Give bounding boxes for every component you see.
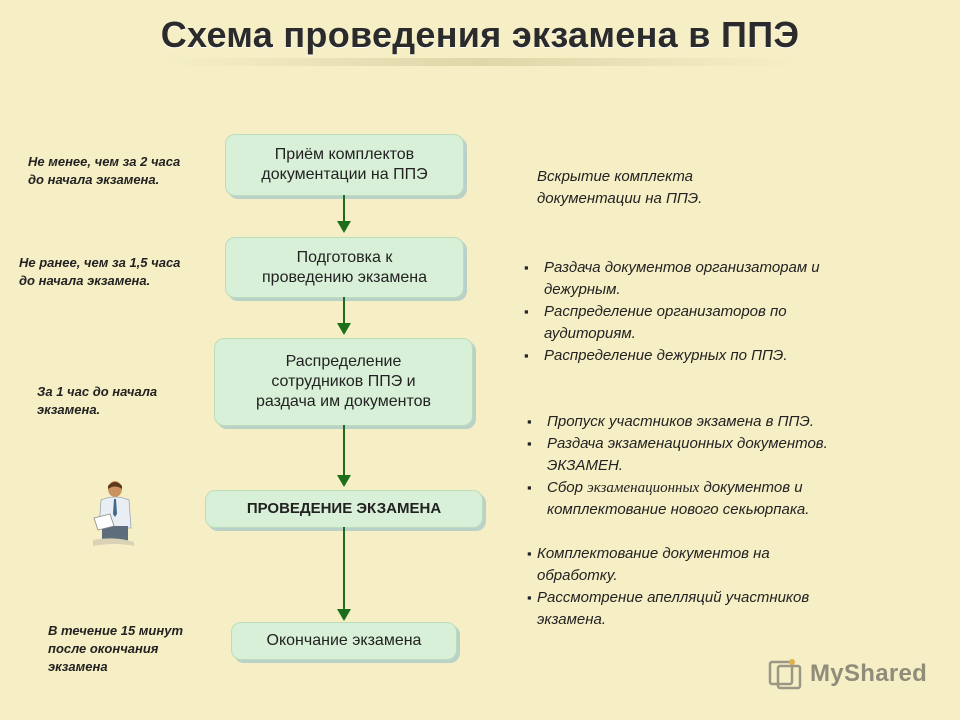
list-item: Рассмотрение апелляций участников экзаме… — [527, 587, 927, 631]
flow-arrow-4 — [343, 527, 345, 609]
person-with-document-icon — [93, 481, 134, 546]
list-item-line: дежурным. — [544, 281, 621, 298]
flow-arrowhead-3 — [337, 475, 351, 487]
step-label: проведению экзамена — [262, 268, 427, 286]
list-item-line: Распределение дежурных по ППЭ. — [544, 347, 788, 364]
timing-line: до начала экзамена. — [28, 172, 160, 187]
timing-line: до начала экзамена. — [19, 273, 151, 288]
flow-arrowhead-1 — [337, 221, 351, 233]
list-item-line: Комплектование документов на — [537, 545, 770, 562]
list-item: Раздача документов организаторам и дежур… — [524, 257, 914, 301]
flow-arrow-3 — [343, 425, 345, 475]
list-item: Сбор экзаменационных документов и компле… — [527, 477, 937, 521]
flow-arrowhead-2 — [337, 323, 351, 335]
list-item-line: экзамена. — [537, 611, 606, 628]
list-item-line: Рассмотрение апелляций участников — [537, 589, 810, 606]
text-fragment: Сбор — [547, 479, 588, 496]
list-item: Пропуск участников экзамена в ППЭ. — [527, 411, 937, 433]
description-opening: Вскрытие комплекта документации на ППЭ. — [537, 166, 702, 210]
list-item-line: Распределение организаторов по — [544, 303, 787, 320]
myshared-logo: MyShared — [768, 656, 927, 692]
description-completion-list: Комплектование документов на обработку. … — [527, 543, 927, 631]
timing-line: после окончания — [48, 641, 159, 656]
page-title: Схема проведения экзамена в ППЭ — [160, 14, 800, 55]
timing-line: экзамена — [48, 659, 108, 674]
list-item: Распределение дежурных по ППЭ. — [524, 345, 914, 367]
logo-text: MyShared — [810, 660, 928, 687]
timing-line: В течение 15 минут — [48, 623, 184, 638]
timing-line: За 1 час до начала — [37, 384, 158, 399]
step-label: ПРОВЕДЕНИЕ ЭКЗАМЕНА — [246, 500, 442, 517]
flow-arrowhead-4 — [337, 609, 351, 621]
step-preparation: Подготовка к проведению экзамена — [225, 237, 464, 298]
title-underline — [160, 58, 800, 66]
list-item-line: Раздача экзаменационных документов. — [547, 435, 828, 452]
timing-3: За 1 час до начала экзамена. — [37, 383, 157, 419]
step-receive-documents: Приём комплектов документации на ППЭ — [225, 134, 464, 196]
timing-line: Не ранее, чем за 1,5 часа — [19, 255, 181, 270]
timing-line: экзамена. — [37, 402, 101, 417]
step-distribution: Распределение сотрудников ППЭ и раздача … — [214, 338, 473, 426]
text-fragment: экзаменационных — [587, 480, 700, 496]
step-exam: ПРОВЕДЕНИЕ ЭКЗАМЕНА — [205, 490, 483, 528]
flow-arrow-2 — [343, 297, 345, 323]
description-preparation-list: Раздача документов организаторам и дежур… — [524, 257, 914, 367]
step-label: сотрудников ППЭ и — [271, 373, 416, 390]
step-exam-end: Окончание экзамена — [231, 622, 457, 660]
list-item: Комплектование документов на обработку. — [527, 543, 927, 587]
timing-4: В течение 15 минут после окончания экзам… — [48, 622, 183, 676]
list-item-line: Сбор экзаменационных документов и — [547, 477, 937, 499]
step-label: документации на ППЭ — [261, 166, 428, 183]
description-exam-list: Пропуск участников экзамена в ППЭ. Разда… — [527, 411, 937, 521]
list-item: Раздача экзаменационных документов. ЭКЗА… — [527, 433, 937, 477]
step-label: Окончание экзамена — [266, 632, 422, 649]
list-item-line: обработку. — [537, 567, 618, 584]
myshared-logo-icon — [768, 659, 802, 690]
timing-2: Не ранее, чем за 1,5 часа до начала экза… — [19, 254, 180, 290]
text-fragment: документов и — [699, 479, 803, 496]
list-item-line: Раздача документов организаторам и — [544, 259, 820, 276]
list-item-line: ЭКЗАМЕН. — [547, 457, 623, 474]
step-label: Приём комплектов — [274, 146, 415, 163]
list-item-line: комплектование нового секьюрпака. — [547, 501, 810, 518]
step-label: Подготовка к — [296, 248, 393, 266]
step-label: раздача им документов — [255, 393, 432, 410]
timing-line: Не менее, чем за 2 часа — [28, 154, 181, 169]
description-line: документации на ППЭ. — [537, 190, 703, 207]
flow-arrow-1 — [343, 195, 345, 221]
list-item-line: аудиториям. — [544, 325, 636, 342]
step-label: Распределение — [285, 353, 402, 370]
description-line: Вскрытие комплекта — [537, 168, 693, 185]
timing-1: Не менее, чем за 2 часа до начала экзаме… — [28, 153, 180, 189]
list-item-line: Пропуск участников экзамена в ППЭ. — [547, 413, 814, 430]
list-item: Распределение организаторов по аудитория… — [524, 301, 914, 345]
